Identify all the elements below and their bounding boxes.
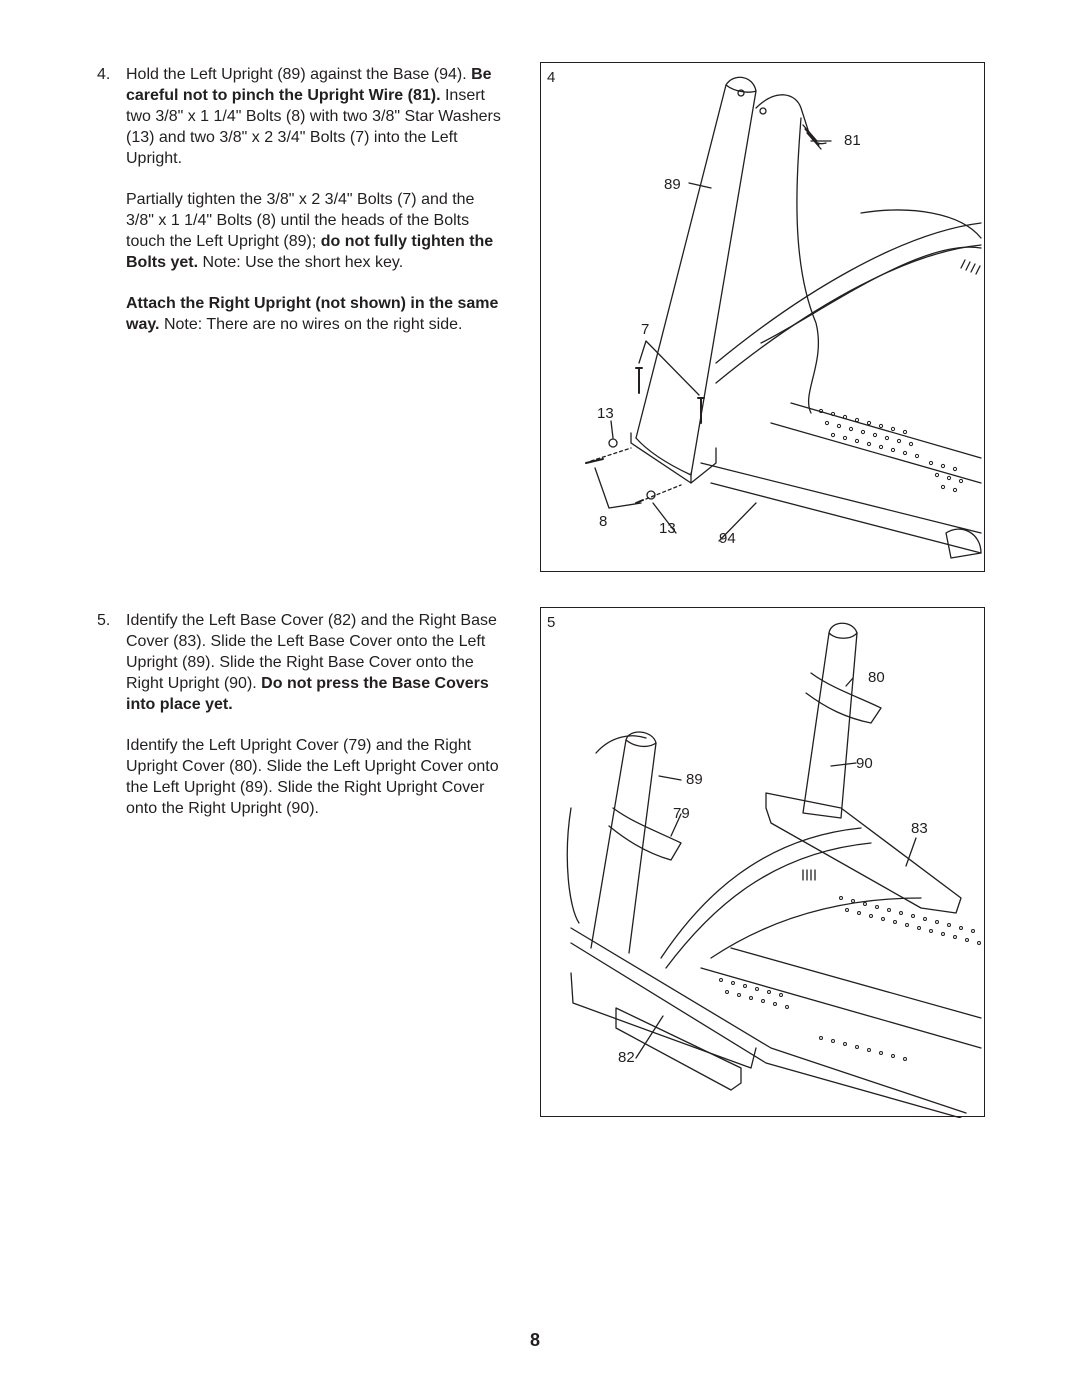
page-number: 8: [530, 1330, 541, 1350]
step-4-p3-text: Note: There are no wires on the right si…: [159, 316, 463, 333]
step-4-number: 4.: [97, 66, 111, 83]
figure-5-number: 5: [547, 614, 556, 631]
callout-94: 94: [719, 530, 736, 547]
callout-82: 82: [618, 1049, 635, 1066]
step-5-p2-text: Identify the Left Upright Cover (79) and…: [126, 737, 499, 817]
callout-13-lower: 13: [659, 520, 676, 537]
step-4-paragraph-3: Attach the Right Upright (not shown) in …: [126, 293, 506, 335]
step-4-p3-emphasis: Attach the Right Upright (not shown) in …: [126, 295, 499, 333]
step-4-p2-text-2: Note: Use the short hex key.: [198, 254, 404, 271]
step-4-p2-warning: do not fully tighten the Bolts yet.: [126, 233, 494, 271]
figure-4-number: 4: [547, 69, 556, 86]
callout-13-upper: 13: [597, 405, 614, 422]
step-4-p1-text-1: Hold the Left Upright (89) against the B…: [126, 66, 472, 83]
callout-8: 8: [599, 513, 608, 530]
figure-5: 5: [540, 607, 985, 1118]
step-5-p1-warning: Do not press the Base Covers into place …: [126, 675, 489, 713]
step-5-p1-text: Identify the Left Base Cover (82) and th…: [126, 612, 497, 692]
callout-89: 89: [664, 176, 681, 193]
figure-4: 4: [540, 62, 985, 572]
step-4-instructions: 4. Hold the Left Upright (89) against th…: [97, 64, 506, 355]
callout-90: 90: [856, 755, 873, 772]
callout-81: 81: [844, 132, 861, 149]
callout-80: 80: [868, 669, 885, 686]
step-4-p1-text-2: Insert two 3/8" x 1 1/4" Bolts (8) with …: [126, 87, 501, 167]
step-5-paragraph-2: Identify the Left Upright Cover (79) and…: [126, 735, 510, 819]
step-4-p2-text-1: Partially tighten the 3/8" x 2 3/4" Bolt…: [126, 191, 475, 250]
callout-83: 83: [911, 820, 928, 837]
figure-4-illustration: [585, 76, 982, 559]
step-4-paragraph-2: Partially tighten the 3/8" x 2 3/4" Bolt…: [126, 189, 506, 273]
callout-89: 89: [686, 771, 703, 788]
figure-5-illustration: [566, 622, 982, 1118]
callout-7: 7: [641, 321, 650, 338]
callout-79: 79: [673, 805, 690, 822]
step-5-paragraph-1: Identify the Left Base Cover (82) and th…: [126, 610, 510, 715]
step-4-p1-warning: Be careful not to pinch the Upright Wire…: [126, 66, 492, 104]
step-5-number: 5.: [97, 612, 111, 629]
step-4-paragraph-1: Hold the Left Upright (89) against the B…: [126, 64, 506, 169]
step-5-instructions: 5. Identify the Left Base Cover (82) and…: [97, 610, 510, 839]
